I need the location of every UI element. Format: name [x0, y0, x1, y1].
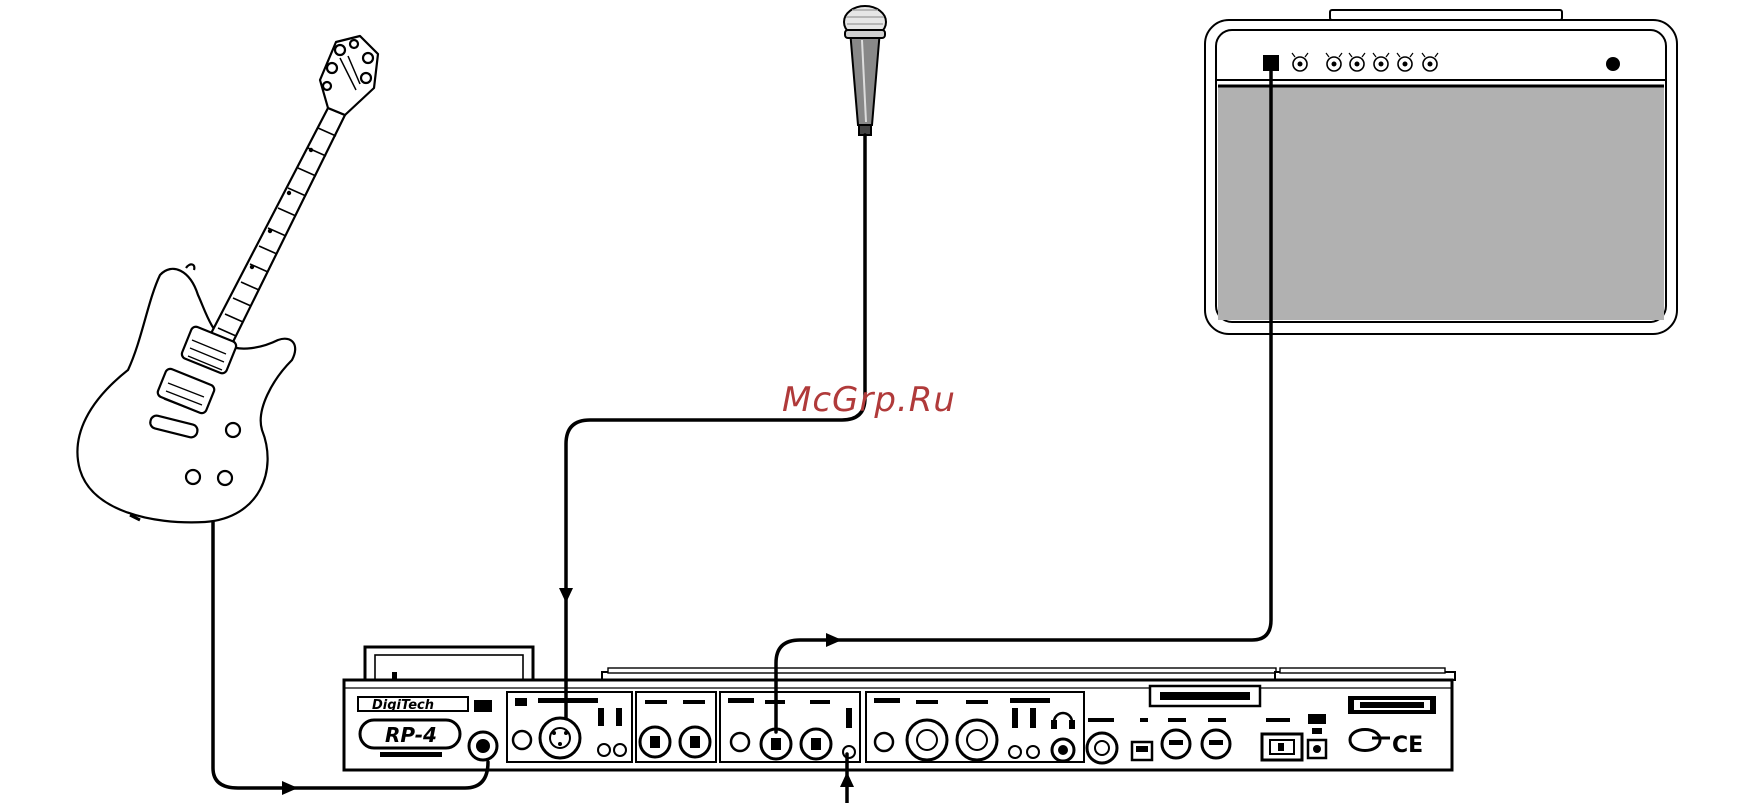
arrow-guitar	[282, 781, 298, 795]
watermark-text: McGrp.Ru	[782, 380, 956, 420]
arrow-mic	[559, 588, 573, 603]
arrow-bottom	[840, 772, 854, 787]
brand-label: DigiTech	[372, 698, 434, 713]
microphone-icon	[844, 6, 886, 135]
guitar-icon	[77, 36, 378, 522]
arrow-amp	[826, 633, 842, 647]
model-label: RP-4	[385, 723, 437, 747]
rack-processor: DigiTech RP-4	[344, 647, 1455, 770]
ce-mark: CE	[1392, 733, 1423, 758]
microphone-cable	[566, 135, 865, 718]
guitar-amp-icon	[1205, 10, 1677, 334]
